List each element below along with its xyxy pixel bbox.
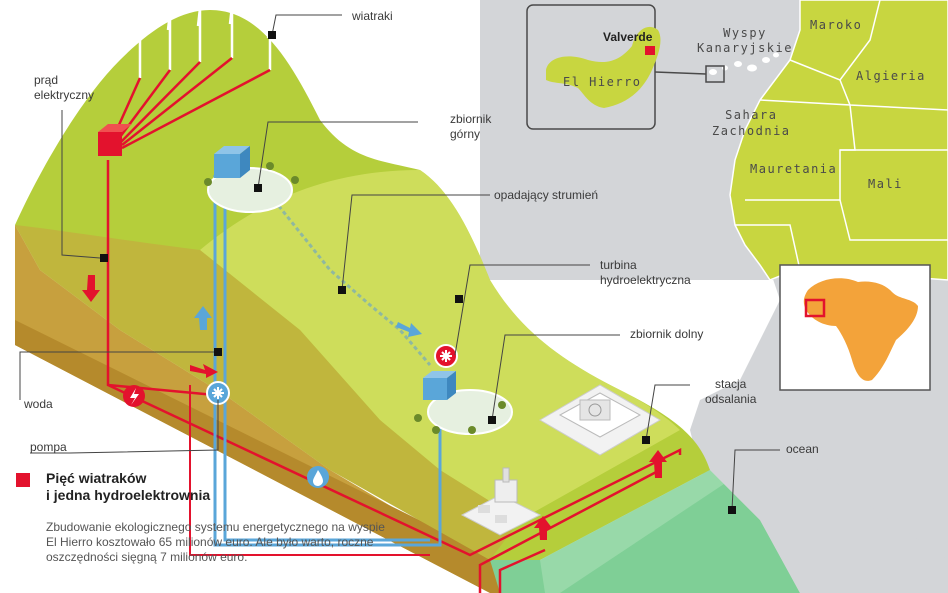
map-label-mali: Mali — [868, 177, 903, 191]
label-turbina: turbina hydroelektryczna — [600, 258, 691, 288]
legend-marker-icon — [16, 473, 30, 487]
legend-title: Pięć wiatraków i jedna hydroelektrownia — [46, 470, 376, 504]
valverde-marker — [645, 46, 655, 55]
power-station-icon — [98, 132, 122, 156]
water-box-upper-icon — [214, 146, 250, 178]
map-label-sahara: Sahara Zachodnia — [712, 107, 791, 139]
label-pompa: pompa — [30, 440, 67, 455]
label-zbiornik-dolny: zbiornik dolny — [630, 327, 703, 342]
label-prad: prąd elektryczny — [34, 73, 94, 103]
label-stacja: stacja odsalania — [705, 377, 756, 407]
legend-body: Zbudowanie ekologicznego systemu energet… — [46, 520, 391, 565]
label-ocean: ocean — [786, 442, 819, 457]
map-label-maroko: Maroko — [810, 18, 862, 32]
map-label-el-hierro: El Hierro — [563, 75, 642, 89]
water-box-lower-icon — [423, 371, 456, 400]
map-label-algieria: Algieria — [856, 69, 926, 83]
map-label-wyspy: Wyspy Kanaryjskie — [697, 26, 793, 56]
label-strumien: opadający strumień — [494, 188, 598, 203]
label-zbiornik-gorny: zbiornik górny — [450, 112, 491, 142]
map-label-mauretania: Mauretania — [750, 162, 837, 176]
label-wiatraki: wiatraki — [352, 9, 393, 24]
label-woda: woda — [24, 397, 53, 412]
map-label-valverde: Valverde — [603, 30, 652, 44]
